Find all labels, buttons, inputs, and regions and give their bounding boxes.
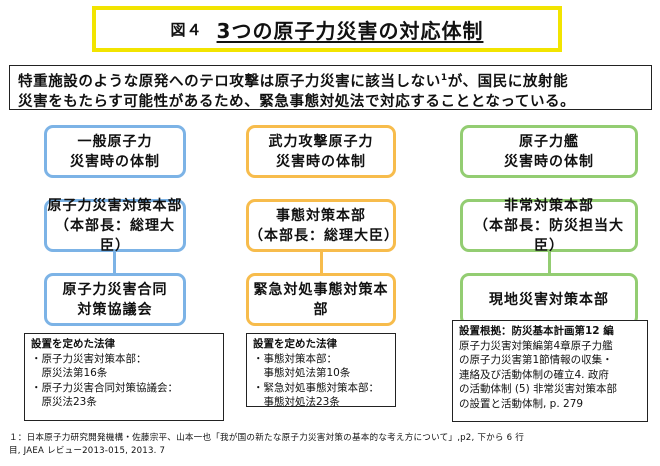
column-2-header: 武力攻撃原子力 災害時の体制 (246, 125, 396, 178)
column-3-bottom: 現地災害対策本部 (460, 273, 638, 326)
figure-label: 図４ (170, 20, 203, 39)
column-1-hq: 原子力災害対策本部 （本部長：総理大臣） (44, 198, 186, 254)
footnote-ref: 1 (440, 73, 448, 83)
intro-line-1: 特重施設のような原発へのテロ攻撃は原子力災害に該当しない1が、国民に放射能 (18, 73, 569, 90)
column-1-header: 一般原子力 災害時の体制 (44, 125, 186, 178)
footnote-line-1: １：日本原子力研究開発機構・佐藤宗平、山本一也「我が国の新たな原子力災害対策の基… (9, 433, 525, 443)
column-3-hq: 非常対策本部 （本部長：防災担当大臣） (460, 198, 638, 254)
column-2-hq: 事態対策本部 （本部長：総理大臣） (246, 199, 398, 252)
column-2-connector (320, 252, 323, 273)
column-2-bottom: 緊急対処事態対策本部 (246, 273, 396, 326)
column-1-connector (113, 252, 116, 273)
column-3-law-box: 設置根拠：防災基本計画第12 編 原子力災害対策編第4章原子力艦 の原子力災害第… (452, 320, 648, 422)
intro-statement: 特重施設のような原発へのテロ攻撃は原子力災害に該当しない1が、国民に放射能 災害… (9, 65, 652, 110)
footnote-line-2: 目, JAEA レビュー2013-015, 2013. 7 (9, 445, 166, 456)
intro-line-2: 災害をもたらす可能性があるため、緊急事態対処法で対応することとなっている。 (18, 93, 576, 110)
footnote: １：日本原子力研究開発機構・佐藤宗平、山本一也「我が国の新たな原子力災害対策の基… (9, 432, 654, 457)
figure-title: 3つの原子力災害の対応体制 (216, 18, 484, 43)
column-1-law-box: 設置を定めた法律 ・原子力災害対策本部： 原災法第16条 ・原子力災害合同対策協… (24, 333, 224, 421)
figure-title-box: 図４ 3つの原子力災害の対応体制 (92, 6, 562, 52)
column-1-bottom: 原子力災害合同 対策協議会 (44, 273, 186, 326)
column-3-connector (548, 252, 551, 273)
column-3-header: 原子力艦 災害時の体制 (460, 125, 638, 178)
column-2-law-box: 設置を定めた法律 ・事態対策本部： 事態対処法第10条 ・緊急対処事態対策本部：… (246, 333, 396, 408)
